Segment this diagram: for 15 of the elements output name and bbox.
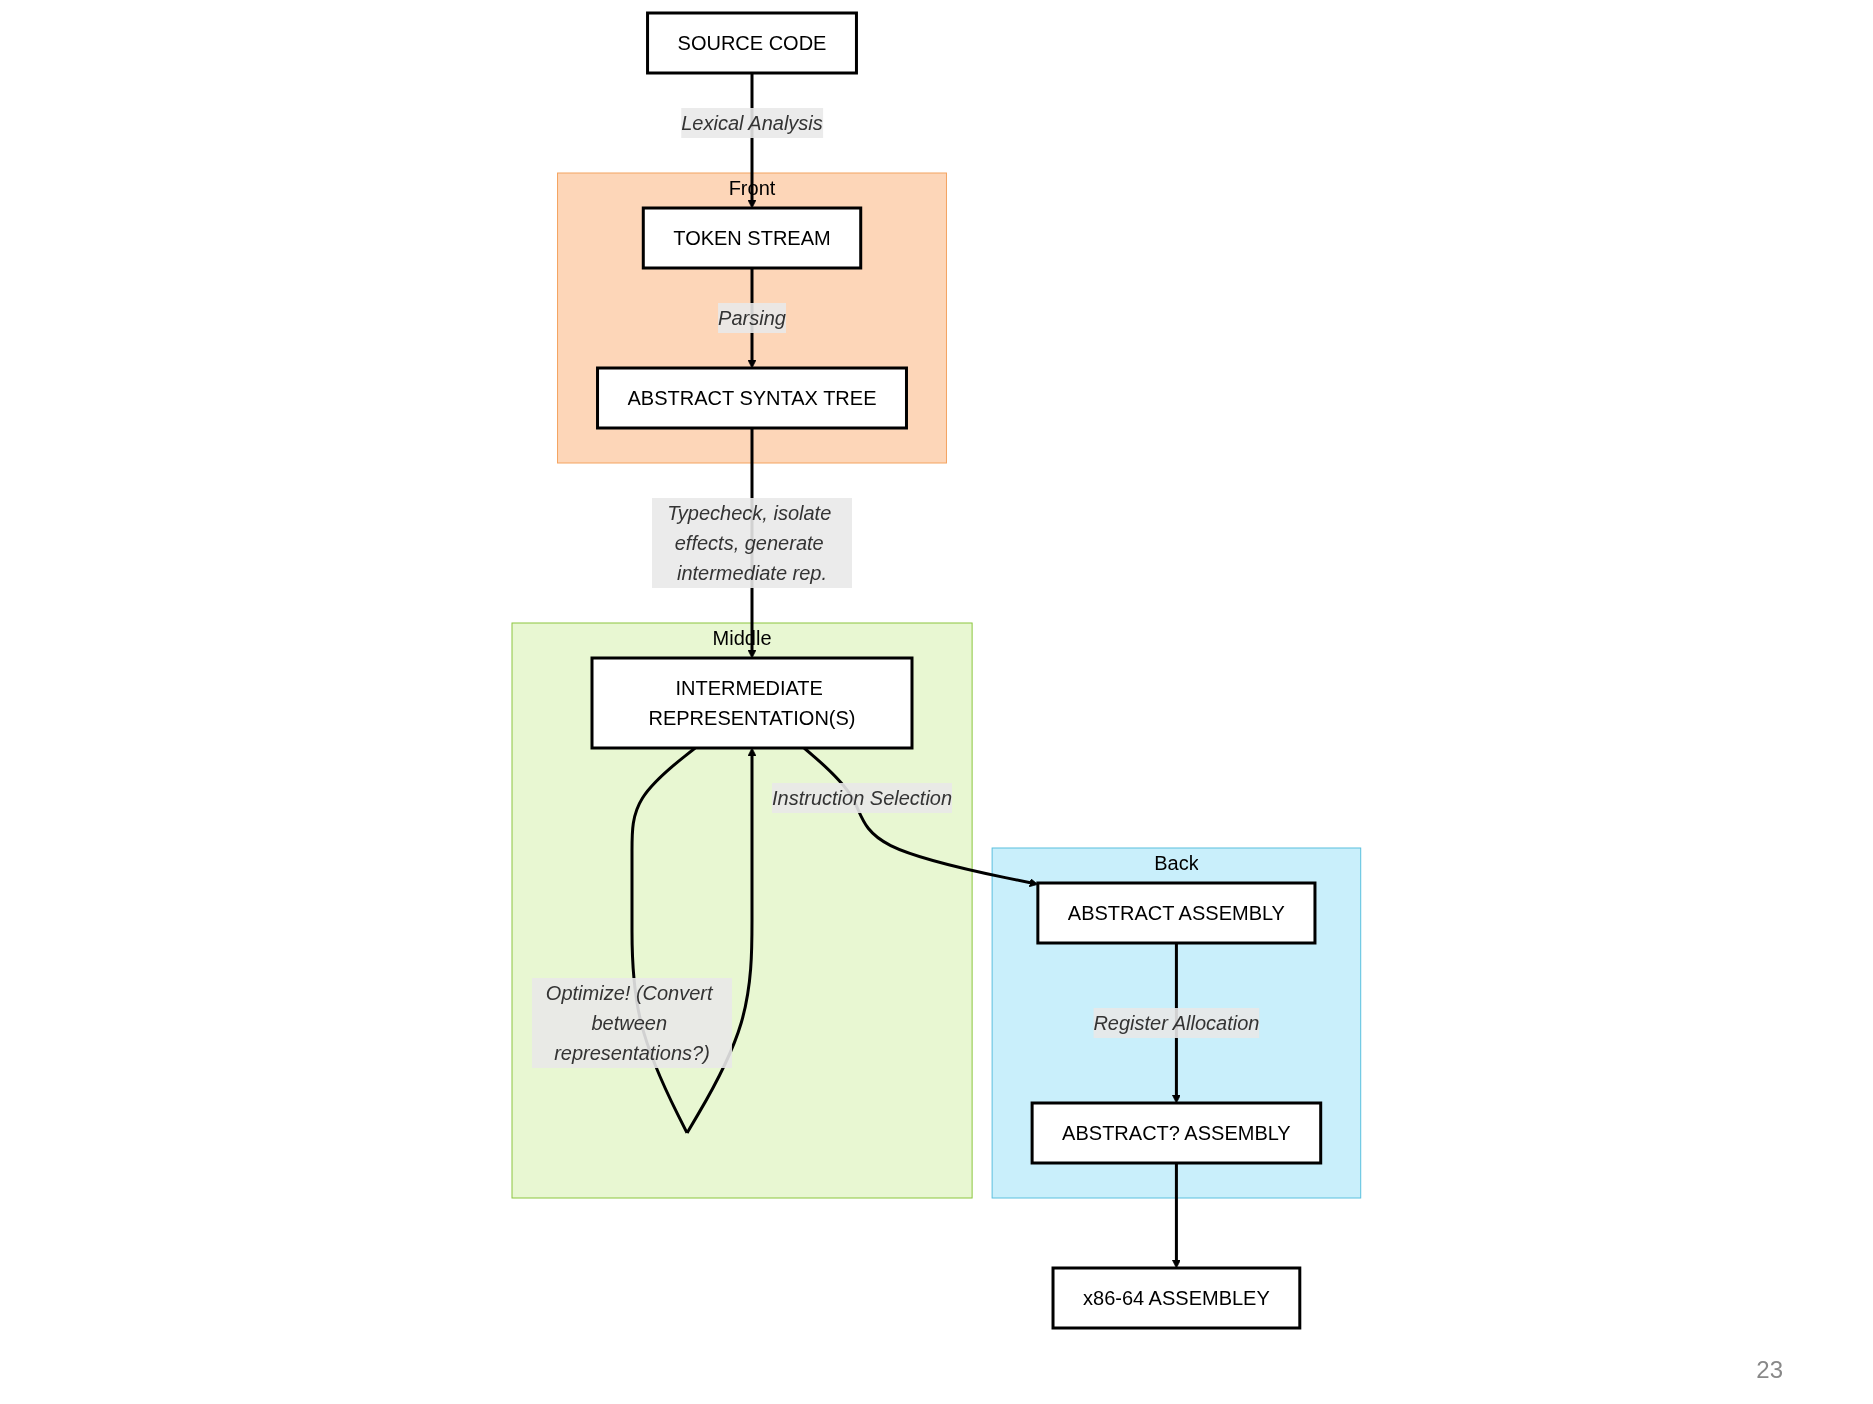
edge-label: Optimize! (Convert between representations?) [546,981,713,1064]
node-box: ABSTRACT? ASSEMBLY [1030,1101,1323,1164]
edge-label: Lexical Analysis [681,111,823,134]
edge-label: Typecheck, isolate effects, generate intermediate rep. [667,501,832,584]
node-box: TOKEN STREAM [641,206,863,269]
node-box: SOURCE CODE [646,11,859,74]
node-box: ABSTRACT ASSEMBLY [1036,881,1317,944]
node-box: x86-64 ASSEMBLEY [1051,1266,1302,1329]
page-number: 23 [1756,1356,1783,1383]
edge-label: Instruction Selection [772,786,953,809]
node-box: ABSTRACT SYNTAX TREE [596,366,909,429]
edge-label: Register Allocation [1093,1011,1260,1034]
arrow [1172,1162,1181,1268]
edge-label: Parsing [718,306,787,329]
node-box: INTERMEDIATE REPRESENTATION(S) [590,656,914,749]
